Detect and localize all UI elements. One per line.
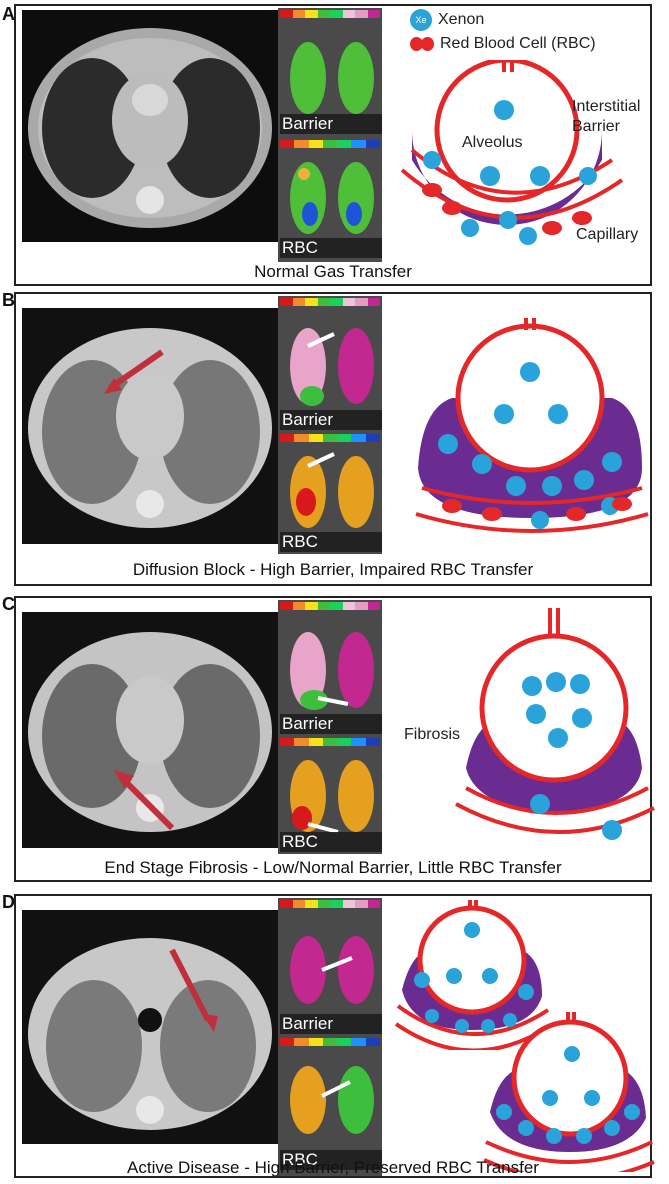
annotation-alveolus: Alveolus xyxy=(462,134,523,151)
caption-a: Normal Gas Transfer xyxy=(254,262,412,281)
mri-label-rbc-a: RBC xyxy=(280,238,382,258)
mri-rbc-b: RBC xyxy=(278,432,382,554)
mri-rbc-d: RBC xyxy=(278,1036,382,1176)
mri-label-barrier-a: Barrier xyxy=(280,114,382,134)
xenon-icon: Xe xyxy=(410,9,432,31)
ct-scan-a xyxy=(22,10,278,242)
colorbar-rbc-a xyxy=(280,140,380,148)
annotation-fibrosis: Fibrosis xyxy=(404,726,461,743)
colorbar-rbc-d xyxy=(280,1038,380,1046)
mri-label-barrier-c: Barrier xyxy=(280,714,382,734)
alveolus-diagram-b xyxy=(415,318,649,533)
mri-label-rbc-c: RBC xyxy=(280,832,382,852)
mri-barrier-c: Barrier xyxy=(278,600,382,736)
annotation-capillary: Capillary xyxy=(576,226,639,243)
colorbar-barrier-a xyxy=(280,10,380,18)
ct-scan-c xyxy=(22,612,278,848)
mri-barrier-d: Barrier xyxy=(278,898,382,1036)
alveolus-diagram-d2 xyxy=(483,1012,655,1172)
panel-label-c: C xyxy=(2,594,15,614)
caption-c: End Stage Fibrosis - Low/Normal Barrier,… xyxy=(104,858,562,877)
mri-label-rbc-d: RBC xyxy=(280,1150,382,1170)
mri-rbc-a: RBC xyxy=(278,138,382,262)
alveolus-diagram-a xyxy=(400,60,624,245)
colorbar-rbc-c xyxy=(280,738,380,746)
mri-rbc-c: RBC xyxy=(278,736,382,854)
panel-d: Barrier RBC Active Disease - High B xyxy=(14,894,655,1178)
rbc-icon xyxy=(410,37,434,51)
panel-b: Barrier RBC Diffusion Block - High Barri… xyxy=(14,292,652,586)
colorbar-barrier-c xyxy=(280,602,380,610)
mri-barrier-a: Barrier xyxy=(278,8,382,138)
mri-label-barrier-d: Barrier xyxy=(280,1014,382,1034)
legend: Xe Xenon Red Blood Cell (RBC) xyxy=(410,8,596,56)
mri-label-rbc-b: RBC xyxy=(280,532,382,552)
ct-scan-d xyxy=(22,910,278,1144)
annotation-interstitial: Interstitial xyxy=(572,98,641,115)
colorbar-barrier-d xyxy=(280,900,380,908)
alveolus-diagram-d1 xyxy=(394,900,552,1050)
panel-c: Barrier RBC Fibrosis End Stage Fibrosis … xyxy=(14,596,655,882)
panel-a: Barrier RBC Xe Xenon Red Blood Cell (RBC)… xyxy=(14,4,652,286)
legend-rbc: Red Blood Cell (RBC) xyxy=(440,35,596,52)
legend-xenon: Xenon xyxy=(438,11,485,28)
panel-label-d: D xyxy=(2,892,15,912)
ct-scan-b xyxy=(22,308,278,544)
caption-b: Diffusion Block - High Barrier, Impaired… xyxy=(132,560,534,579)
mri-barrier-b: Barrier xyxy=(278,296,382,432)
annotation-barrier: Barrier xyxy=(572,118,621,135)
panel-label-a: A xyxy=(2,4,15,24)
panel-label-b: B xyxy=(2,290,15,310)
caption-d: Active Disease - High Barrier, Preserved… xyxy=(127,1158,539,1177)
colorbar-rbc-b xyxy=(280,434,380,442)
alveolus-diagram-c xyxy=(455,608,655,840)
mri-label-barrier-b: Barrier xyxy=(280,410,382,430)
colorbar-barrier-b xyxy=(280,298,380,306)
